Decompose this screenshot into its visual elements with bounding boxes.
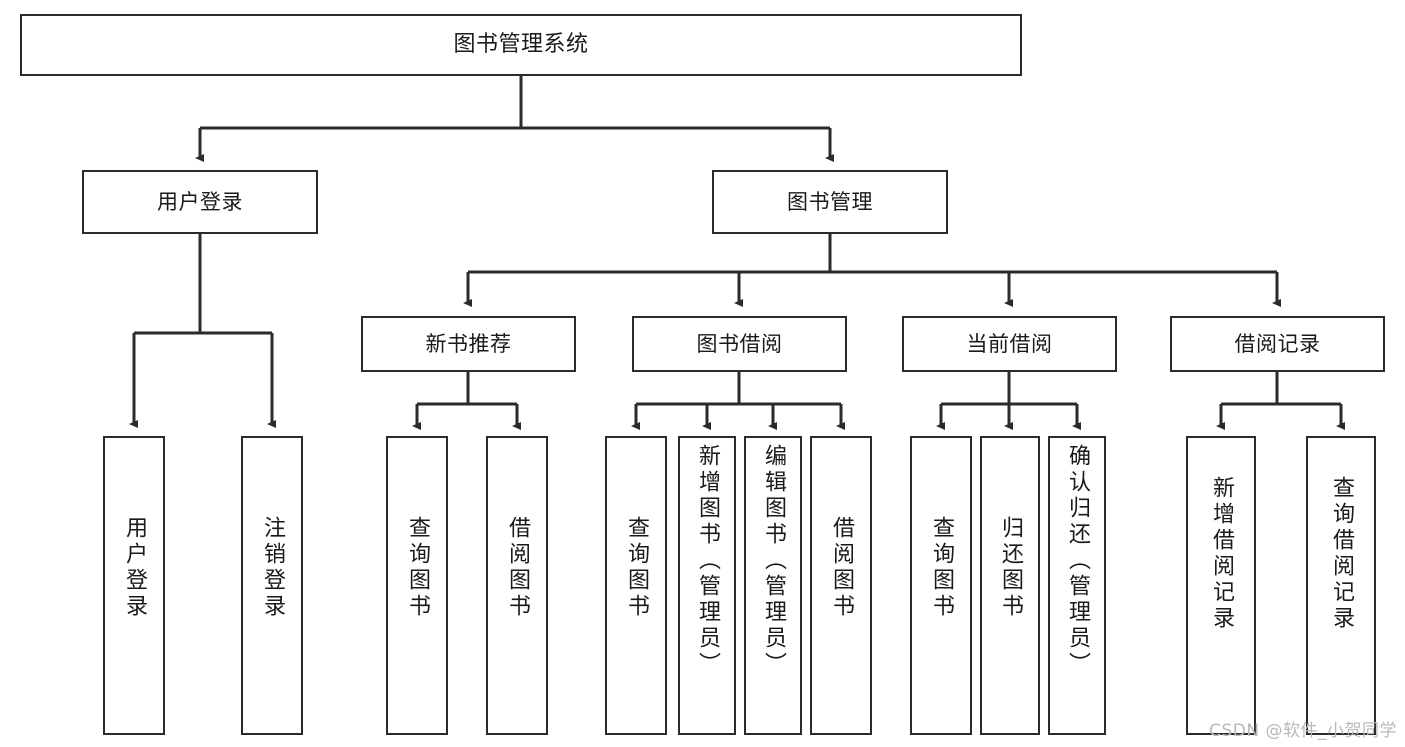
node-current-borrow[interactable]: 当前借阅 — [902, 316, 1117, 372]
node-current-borrow-label: 当前借阅 — [966, 331, 1053, 356]
node-leaf-user-login-label: 用户登录 — [122, 516, 147, 620]
node-book-borrow-label: 图书借阅 — [696, 331, 783, 356]
node-root[interactable]: 图书管理系统 — [20, 14, 1022, 76]
node-leaf-query-record[interactable]: 查询借阅记录 — [1306, 436, 1376, 735]
node-leaf-add-record-label: 新增借阅记录 — [1209, 476, 1234, 632]
node-leaf-query-record-label: 查询借阅记录 — [1329, 476, 1354, 632]
node-leaf-query-book-1-label: 查询图书 — [405, 516, 430, 620]
node-leaf-query-book-2-label: 查询图书 — [624, 516, 649, 620]
node-leaf-add-book-label: 新增图书（管理员） — [695, 444, 720, 678]
node-leaf-query-book-2[interactable]: 查询图书 — [605, 436, 667, 735]
node-book-borrow[interactable]: 图书借阅 — [632, 316, 847, 372]
node-new-book-recommend[interactable]: 新书推荐 — [361, 316, 576, 372]
node-book-manage[interactable]: 图书管理 — [712, 170, 948, 234]
node-leaf-user-login[interactable]: 用户登录 — [103, 436, 165, 735]
node-leaf-borrow-book-2[interactable]: 借阅图书 — [810, 436, 872, 735]
node-borrow-record-label: 借阅记录 — [1234, 331, 1321, 356]
node-leaf-edit-book-label: 编辑图书（管理员） — [761, 444, 786, 678]
node-user-login-label: 用户登录 — [157, 189, 243, 214]
node-leaf-add-record[interactable]: 新增借阅记录 — [1186, 436, 1256, 735]
node-leaf-return-book-label: 归还图书 — [998, 516, 1023, 620]
node-leaf-borrow-book-1[interactable]: 借阅图书 — [486, 436, 548, 735]
node-leaf-logout[interactable]: 注销登录 — [241, 436, 303, 735]
node-leaf-query-book-3-label: 查询图书 — [929, 516, 954, 620]
node-leaf-edit-book[interactable]: 编辑图书（管理员） — [744, 436, 802, 735]
node-leaf-query-book-3[interactable]: 查询图书 — [910, 436, 972, 735]
node-leaf-add-book[interactable]: 新增图书（管理员） — [678, 436, 736, 735]
node-book-manage-label: 图书管理 — [787, 189, 873, 214]
node-leaf-return-book[interactable]: 归还图书 — [980, 436, 1040, 735]
node-leaf-query-book-1[interactable]: 查询图书 — [386, 436, 448, 735]
node-leaf-borrow-book-2-label: 借阅图书 — [829, 516, 854, 620]
node-leaf-confirm-return-label: 确认归还（管理员） — [1065, 444, 1090, 678]
node-borrow-record[interactable]: 借阅记录 — [1170, 316, 1385, 372]
node-leaf-logout-label: 注销登录 — [260, 516, 285, 620]
node-new-book-recommend-label: 新书推荐 — [425, 331, 512, 356]
csdn-watermark: CSDN @软件_小贺同学 — [1209, 721, 1397, 741]
node-root-label: 图书管理系统 — [453, 32, 589, 58]
node-user-login[interactable]: 用户登录 — [82, 170, 318, 234]
node-leaf-borrow-book-1-label: 借阅图书 — [505, 516, 530, 620]
node-leaf-confirm-return[interactable]: 确认归还（管理员） — [1048, 436, 1106, 735]
